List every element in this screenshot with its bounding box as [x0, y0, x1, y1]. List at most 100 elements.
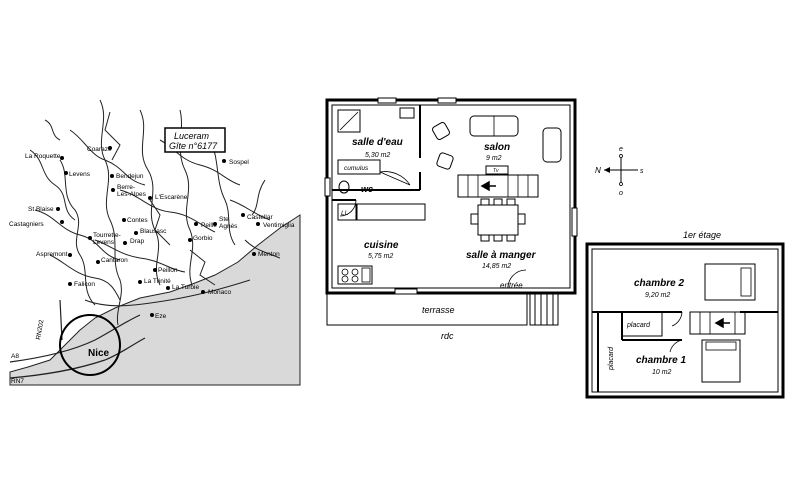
- town-label: La Roquette: [25, 153, 61, 160]
- north-arrow-icon: [604, 167, 610, 173]
- town-dot: [60, 156, 64, 160]
- town-dot: [188, 238, 192, 242]
- road-label-a8: A8: [11, 353, 19, 360]
- town-dot: [122, 218, 126, 222]
- town-dot: [194, 222, 198, 226]
- terrasse-area: [326, 292, 528, 326]
- town-label: Berre-: [117, 184, 135, 191]
- town-label: Ventimiglia: [263, 222, 295, 229]
- town-label: Sospel: [229, 159, 249, 166]
- town-label: Peille: [201, 222, 217, 229]
- town-label: Contes: [127, 217, 148, 224]
- room-area-cuisine: 5,75 m2: [368, 253, 393, 260]
- terrasse-label: terrasse: [422, 305, 455, 315]
- town-dot: [111, 188, 115, 192]
- town-label: Castellar: [247, 214, 273, 221]
- rdc-windows: [324, 97, 578, 295]
- kitchen-counter: [356, 203, 426, 221]
- dining-table: [477, 204, 519, 236]
- town-label: Tourrette-: [93, 232, 121, 239]
- etage-inner-wall: [591, 248, 779, 393]
- town-dot: [166, 286, 170, 290]
- nice-circle: [59, 314, 121, 376]
- stairs-arrow-icon: [480, 180, 496, 192]
- town-dot: [108, 146, 112, 150]
- bed-chambre-2: [704, 263, 756, 301]
- room-area-salle-deau: 5,30 m2: [365, 152, 390, 159]
- town-dot: [68, 253, 72, 257]
- ll-box: [337, 203, 357, 221]
- bed-chambre-1: [701, 339, 741, 383]
- plan-etage: [585, 242, 785, 399]
- town-label: Falicon: [74, 281, 95, 288]
- sink: [399, 107, 415, 119]
- room-name-salle-a-manger: salle à manger: [466, 250, 537, 261]
- town-label: St Blaise: [28, 206, 54, 213]
- town-dot: [134, 231, 138, 235]
- town-label: L'Escarène: [155, 194, 188, 201]
- etage-stairs-arrow-icon: [714, 317, 730, 329]
- etage-outer-wall: [585, 242, 785, 399]
- compass: N e s o: [595, 146, 644, 197]
- rdc-label: rdc: [441, 331, 454, 341]
- town-dot: [241, 213, 245, 217]
- map-title-line2: Gîte n°6177: [169, 141, 218, 151]
- sea-area: [9, 214, 301, 386]
- room-name-chambre-2: chambre 2: [634, 278, 684, 289]
- town-dot: [138, 280, 142, 284]
- town-dot: [96, 260, 100, 264]
- wc-bowl: [338, 180, 350, 194]
- town-label: Gorbio: [193, 235, 213, 242]
- town-dot: [252, 252, 256, 256]
- town-dot: [201, 290, 205, 294]
- cumulus-box: [337, 159, 381, 175]
- town-label: Levens: [93, 239, 115, 246]
- map-title-line1: Luceram: [174, 131, 210, 141]
- etage-label: 1er étage: [683, 230, 721, 240]
- town-dots: [56, 146, 260, 317]
- town-dot: [153, 268, 157, 272]
- town-label: Les-Alpes: [117, 191, 147, 198]
- town-dot: [256, 222, 260, 226]
- armchair: [432, 122, 450, 140]
- town-dot: [123, 241, 127, 245]
- compass-n: N: [595, 166, 601, 175]
- town-dot: [222, 159, 226, 163]
- town-label: Monaco: [208, 289, 232, 296]
- town-label: Aspremont: [36, 251, 68, 258]
- map-title-box: [164, 127, 226, 153]
- road-label-rn7: RN7: [11, 378, 24, 385]
- plan-rdc: [324, 97, 578, 326]
- town-dot: [148, 196, 152, 200]
- room-name-cuisine: cuisine: [364, 240, 399, 251]
- town-label: Eze: [155, 313, 167, 320]
- tv-box: [485, 165, 509, 175]
- town-dot: [68, 282, 72, 286]
- town-dot: [64, 171, 68, 175]
- town-label: La Trinité: [144, 278, 171, 285]
- town-label: Peillon: [158, 267, 178, 274]
- entry-steps: [529, 292, 559, 326]
- town-dot: [60, 220, 64, 224]
- town-label: Coaraze: [87, 146, 112, 153]
- shower: [337, 109, 361, 133]
- town-dot: [110, 174, 114, 178]
- compass-o: o: [619, 190, 623, 197]
- ll-label: LL: [341, 210, 349, 217]
- town-label: Levens: [69, 171, 91, 178]
- etage-stairs: [689, 311, 746, 335]
- town-dot: [150, 313, 154, 317]
- compass-e: e: [619, 146, 623, 153]
- room-area-salon: 9 m2: [486, 155, 502, 162]
- room-area-salle-a-manger: 14,85 m2: [482, 263, 511, 270]
- wc-label: wc: [361, 184, 373, 194]
- room-name-salon: salon: [484, 142, 510, 153]
- town-label: Menton: [258, 251, 280, 258]
- town-label: Drap: [130, 238, 144, 245]
- placard-box: [621, 311, 663, 337]
- town-label: Agnès: [219, 223, 238, 230]
- town-label: Cantaron: [101, 257, 128, 264]
- town-label: Blausasc: [140, 228, 167, 235]
- location-map: Luceram Gîte n°6177 Coaraze La Roquette …: [9, 99, 301, 386]
